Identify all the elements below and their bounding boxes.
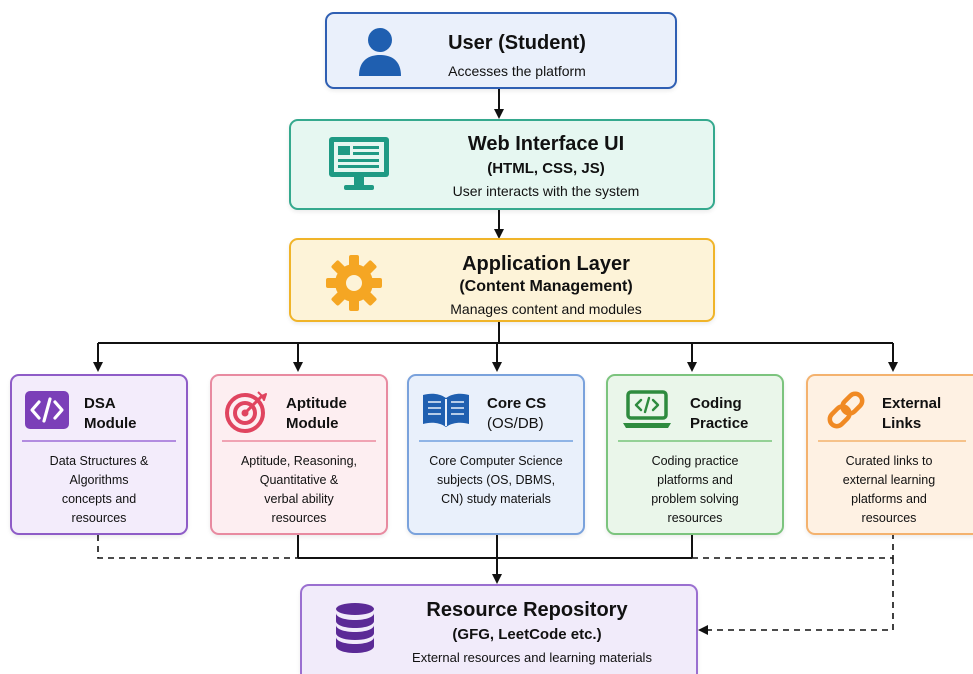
module-core-cs-title-1: Core CS [487,395,547,412]
module-external-title-2: Links [882,415,922,432]
module-external-divider [818,440,966,442]
module-dsa-title: DSA Module [84,394,137,434]
dashed-dsa-link [97,535,298,559]
code-icon [24,390,70,435]
module-external-desc: Curated links to external learning platf… [816,452,962,528]
module-aptitude-desc-line: Quantitative & [259,473,339,487]
app-title: Application Layer [462,253,630,275]
dashed-external-to-repo [698,558,894,635]
module-core-cs-desc-line: subjects (OS, DBMS, [436,473,556,487]
user-title: User (Student) [448,32,586,54]
module-coding-title: Coding Practice [690,394,748,434]
module-aptitude: Aptitude Module Aptitude, Reasoning, Qua… [210,374,388,535]
gear-icon [325,254,383,317]
module-dsa-desc: Data Structures & Algorithms concepts an… [20,452,178,528]
module-coding-desc-line: resources [667,511,723,525]
module-coding-desc: Coding practice platforms and problem so… [616,452,774,528]
database-icon [334,602,376,659]
module-coding-title-1: Coding [690,395,742,412]
user-box: User (Student) Accesses the platform [325,12,677,89]
book-icon [421,390,471,435]
module-core-cs-desc: Core Computer Science subjects (OS, DBMS… [417,452,575,509]
module-dsa-desc-line: Algorithms [69,473,129,487]
module-coding-divider [618,440,772,442]
module-external-desc-line: external learning [842,473,936,487]
module-dsa-title-2: Module [84,415,137,432]
module-external-desc-line: resources [861,511,917,525]
module-external-desc-line: platforms and [851,492,927,506]
module-aptitude-desc: Aptitude, Reasoning, Quantitative & verb… [220,452,378,528]
module-core-cs-divider [419,440,573,442]
module-dsa-desc-line: Data Structures & [49,454,149,468]
module-core-cs-desc-line: Core Computer Science [429,454,563,468]
module-core-cs-title-2: (OS/DB) [487,415,544,432]
module-aptitude-title-2: Module [286,415,339,432]
module-aptitude-desc-line: Aptitude, Reasoning, [240,454,358,468]
web-tech: (HTML, CSS, JS) [487,160,605,177]
module-aptitude-title-1: Aptitude [286,395,347,412]
module-dsa-desc-line: resources [71,511,127,525]
module-coding-desc-line: platforms and [657,473,733,487]
module-aptitude-desc-line: resources [271,511,327,525]
module-aptitude-desc-line: verbal ability [264,492,334,506]
module-core-cs: Core CS (OS/DB) Core Computer Science su… [407,374,585,535]
user-subtitle: Accesses the platform [448,63,586,79]
web-interface-box: Web Interface UI (HTML, CSS, JS) User in… [289,119,715,210]
app-title2: (Content Management) [459,278,633,295]
application-layer-box: Application Layer (Content Management) M… [289,238,715,322]
module-dsa: DSA Module Data Structures & Algorithms … [10,374,188,535]
module-dsa-desc-line: concepts and [61,492,137,506]
module-coding-desc-line: Coding practice [651,454,739,468]
web-title: Web Interface UI [467,133,625,155]
module-external-title-1: External [882,395,942,412]
repo-subtitle: External resources and learning material… [412,650,652,665]
target-icon [224,388,270,439]
app-subtitle: Manages content and modules [450,301,642,317]
monitor-icon [327,135,391,198]
module-external-desc-line: Curated links to [845,454,933,468]
dashed-coding-link [692,535,894,559]
user-icon [357,26,403,83]
module-dsa-divider [22,440,176,442]
web-subtitle: User interacts with the system [452,183,640,199]
module-aptitude-title: Aptitude Module [286,394,347,434]
module-aptitude-divider [222,440,376,442]
module-dsa-title-1: DSA [84,395,116,412]
module-external-title: External Links [882,394,941,434]
repo-title: Resource Repository [426,599,628,621]
laptop-code-icon [622,390,672,435]
module-core-cs-desc-line: CN) study materials [441,492,551,506]
resource-repository-box: Resource Repository (GFG, LeetCode etc.)… [300,584,698,674]
module-core-cs-title: Core CS (OS/DB) [487,394,546,434]
repo-title2: (GFG, LeetCode etc.) [452,626,602,643]
module-external-links: External Links Curated links to external… [806,374,973,535]
link-icon [824,388,868,437]
module-coding-title-2: Practice [690,415,749,432]
module-coding-desc-line: problem solving [651,492,739,506]
module-coding-practice: Coding Practice Coding practice platform… [606,374,784,535]
